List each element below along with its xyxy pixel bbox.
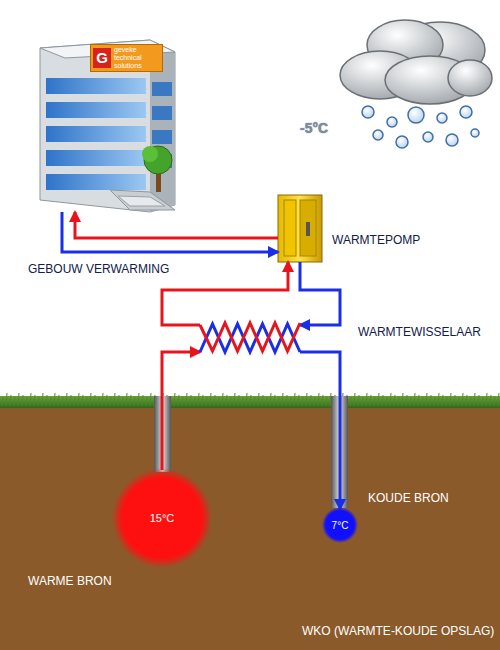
snow-cloud xyxy=(340,20,492,104)
temperature: 15°C xyxy=(112,468,212,568)
hot-pipe xyxy=(162,262,288,325)
heat-pump-node: WARMTEPOMP xyxy=(278,195,322,262)
heat-pump-cabinet xyxy=(278,195,322,262)
building-node: Ggeveke technical solutions xyxy=(40,36,176,212)
hot-pipe xyxy=(162,352,200,470)
soil xyxy=(0,404,500,650)
grass xyxy=(0,396,500,408)
warm-source-circle: 15°CWARME BRON xyxy=(112,468,212,568)
grass-blades xyxy=(2,393,499,406)
cold-source-circle: 7°CKOUDE BRON xyxy=(322,507,358,543)
heat-exchanger-node: WARMTEWISSELAAR xyxy=(200,315,300,360)
temperature: 7°C xyxy=(322,507,358,543)
outside-temperature: -5°C xyxy=(300,120,328,136)
office-building xyxy=(40,40,175,212)
exchanger-coil xyxy=(200,315,300,360)
logo-letter: G xyxy=(93,48,111,68)
cold-pipe xyxy=(300,352,340,509)
cold-pipe xyxy=(62,212,278,252)
logo-plate: Ggeveke technical solutions xyxy=(90,44,163,72)
snowflakes xyxy=(362,106,479,148)
circuit-label: GEBOUW VERWARMING xyxy=(28,262,169,276)
source-label: KOUDE BRON xyxy=(368,491,449,505)
node-label: WARMTEPOMP xyxy=(332,233,420,247)
hot-pipe xyxy=(75,212,278,238)
node-label: WARMTEWISSELAAR xyxy=(358,325,481,339)
system-title: WKO (WARMTE-KOUDE OPSLAG) xyxy=(302,624,494,638)
cold-pipe xyxy=(300,262,340,325)
source-label: WARME BRON xyxy=(28,574,112,588)
logo-text: geveke technical solutions xyxy=(114,46,158,70)
